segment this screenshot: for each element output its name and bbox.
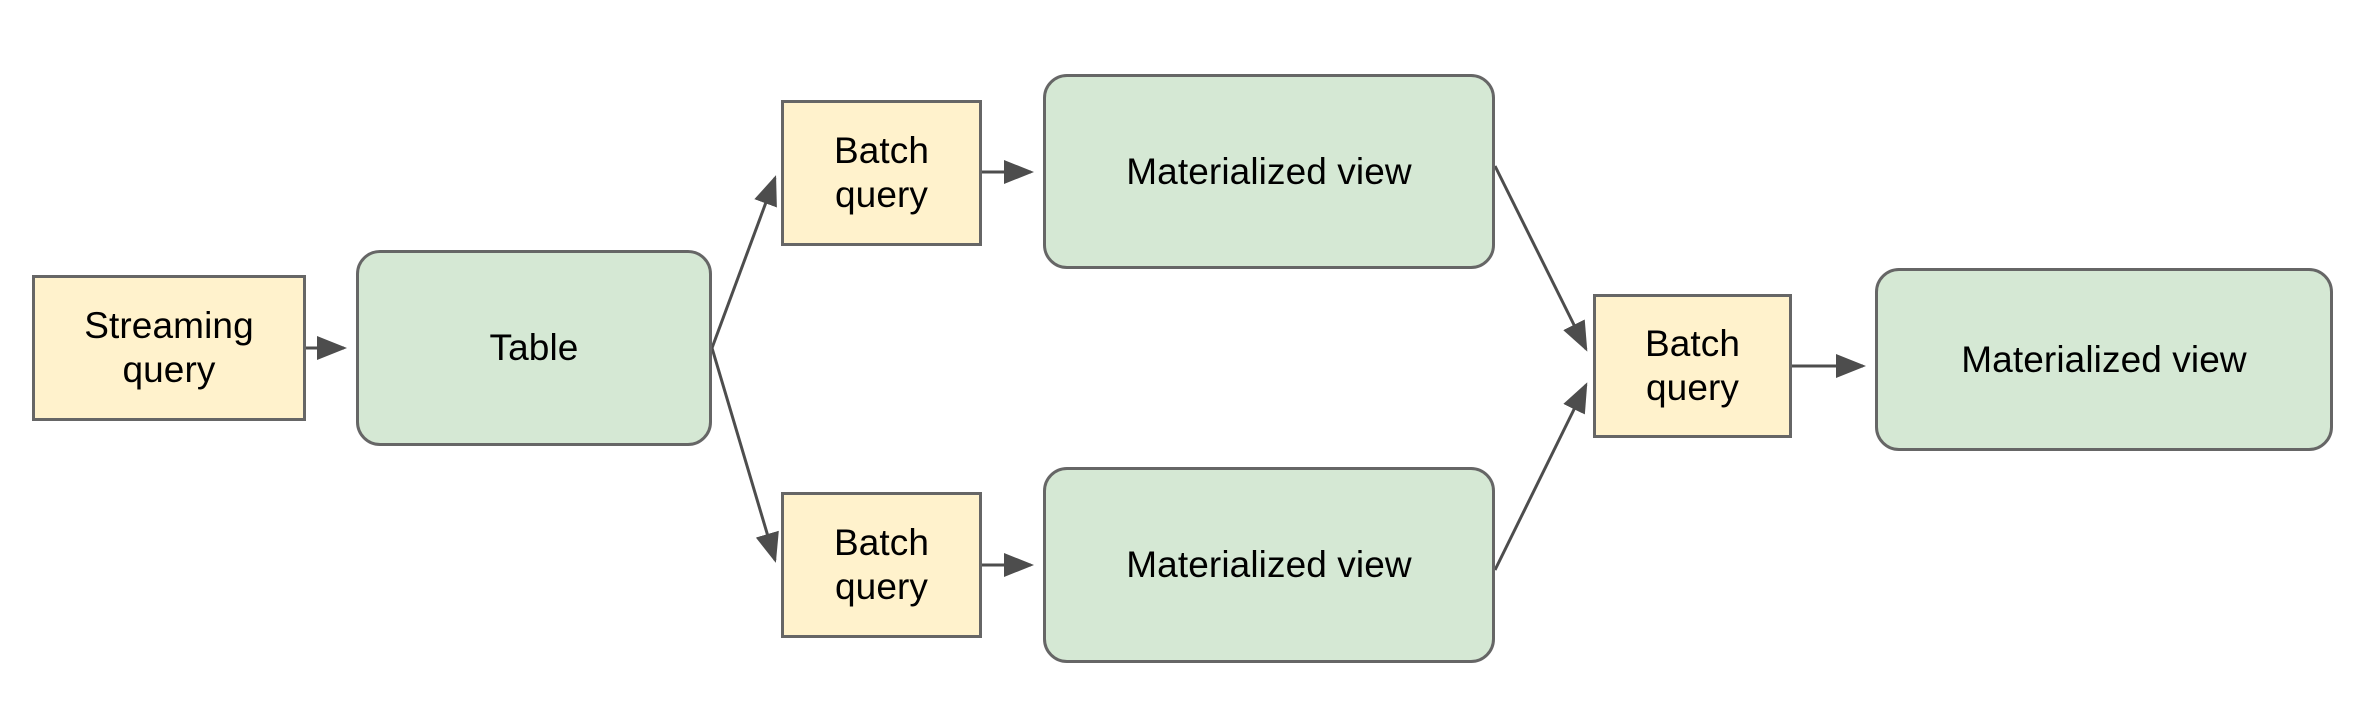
node-batch-query-bottom[interactable]: Batch query xyxy=(781,492,982,638)
node-materialized-view-top-label: Materialized view xyxy=(1126,150,1412,192)
node-table[interactable]: Table xyxy=(356,250,712,446)
node-batch-query-top-label: Batch query xyxy=(833,130,930,215)
node-batch-query-merge[interactable]: Batch query xyxy=(1593,294,1792,438)
node-materialized-view-final-label: Materialized view xyxy=(1961,338,2247,380)
node-batch-query-top[interactable]: Batch query xyxy=(781,100,982,246)
node-batch-query-merge-label: Batch query xyxy=(1644,323,1741,408)
node-batch-query-bottom-label: Batch query xyxy=(833,522,930,607)
edge-table-to-batch-query-bottom xyxy=(710,347,779,563)
edge-table-to-batch-query-top xyxy=(710,175,777,349)
node-materialized-view-bottom-label: Materialized view xyxy=(1126,544,1412,586)
node-materialized-view-top[interactable]: Materialized view xyxy=(1043,74,1495,269)
node-streaming-query-label: Streaming query xyxy=(84,305,254,390)
node-table-label: Table xyxy=(489,327,579,369)
node-streaming-query[interactable]: Streaming query xyxy=(32,275,306,421)
edge-materialized-view-top-to-batch-query-merge xyxy=(1493,165,1588,352)
node-materialized-view-final[interactable]: Materialized view xyxy=(1875,268,2333,451)
edge-materialized-view-bottom-to-batch-query-merge xyxy=(1493,382,1588,571)
node-materialized-view-bottom[interactable]: Materialized view xyxy=(1043,467,1495,663)
